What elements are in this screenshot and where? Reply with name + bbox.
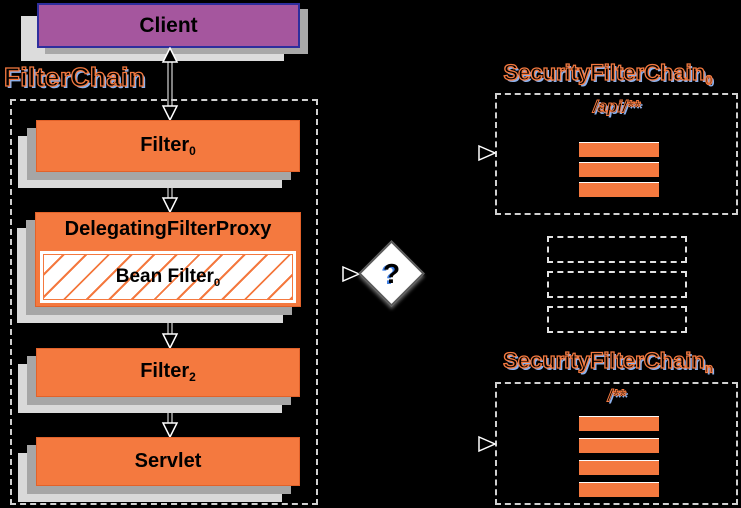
arrow-to-chain-n-icon <box>478 435 497 453</box>
security-filters-0 <box>579 142 659 202</box>
arrow-proxy-filter2 <box>161 306 179 349</box>
security-filter-chain-n-box: /** <box>495 382 738 505</box>
filter2-box: Filter2 <box>36 348 300 397</box>
filter0-label: Filter0 <box>140 133 196 159</box>
arrow-filter2-servlet <box>161 396 179 438</box>
bean-filter-box: Bean Filter0 <box>40 251 296 303</box>
arrow-filter0-proxy <box>161 171 179 213</box>
filter0-box: Filter0 <box>36 120 300 172</box>
security-filter-chain-0-title: SecurityFilterChain0 <box>503 59 713 88</box>
filter-bar <box>579 482 659 497</box>
url-pattern-api: /api/** <box>592 97 641 117</box>
placeholder-chain-box <box>547 306 687 333</box>
delegating-filter-proxy-box: DelegatingFilterProxy Bean Filter0 <box>35 212 301 307</box>
servlet-label: Servlet <box>134 450 202 472</box>
arrow-to-decision-icon <box>342 265 361 283</box>
filterchain-boundary <box>10 99 318 505</box>
placeholder-chain-box <box>547 236 687 263</box>
url-pattern-all: /** <box>607 386 626 406</box>
client-label: Client <box>139 13 198 37</box>
servlet-box: Servlet <box>36 437 300 486</box>
filter2-label: Filter2 <box>140 360 196 385</box>
filterchain-title: FilterChain <box>3 61 146 92</box>
arrow-to-chain-0-icon <box>478 144 497 162</box>
delegating-filter-proxy-label: DelegatingFilterProxy <box>64 218 272 240</box>
filter-bar <box>579 416 659 431</box>
filter-bar <box>579 460 659 475</box>
decision-question-mark: ? <box>382 257 401 289</box>
bean-filter-label: Bean Filter0 <box>115 265 221 289</box>
client-box: Client <box>37 3 300 48</box>
security-filter-chain-0-box: /api/** <box>495 93 738 215</box>
security-filters-n <box>579 416 659 504</box>
filter-bar <box>579 142 659 157</box>
filter-bar <box>579 182 659 197</box>
placeholder-chain-box <box>547 271 687 298</box>
filter-bar <box>579 438 659 453</box>
security-filter-chain-n-title: SecurityFilterChainn <box>502 347 713 376</box>
arrow-client-filter0 <box>161 47 179 121</box>
filter-bar <box>579 162 659 177</box>
